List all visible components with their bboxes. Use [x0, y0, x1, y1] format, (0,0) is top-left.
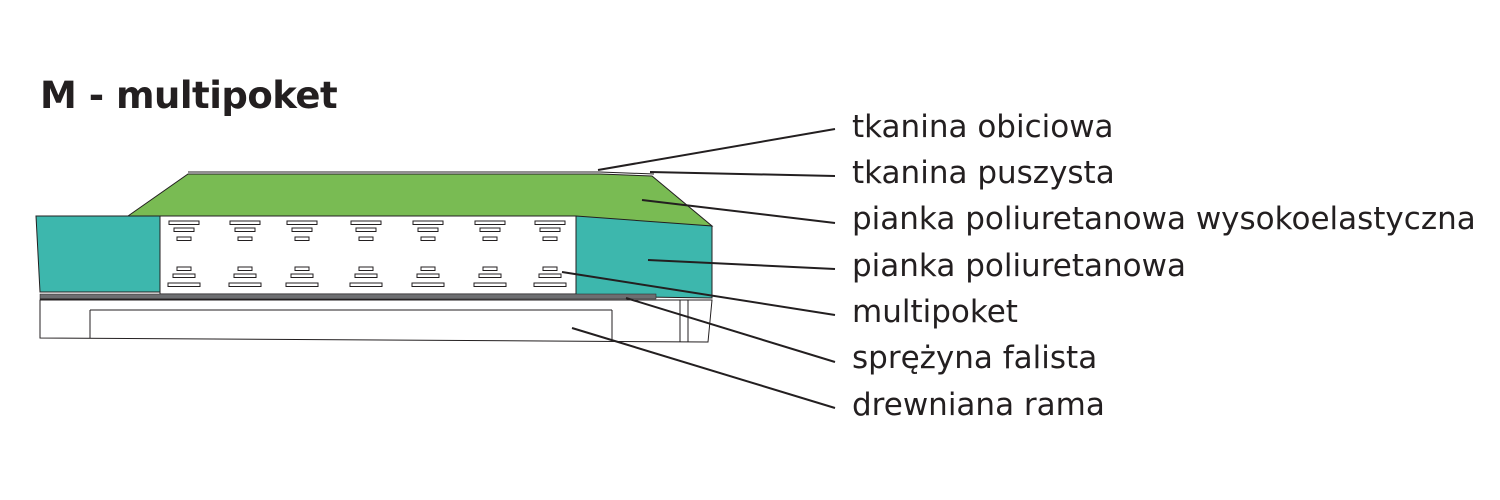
- pocket-spring-glyph: [176, 236, 192, 241]
- pocket-spring-glyph: [233, 273, 257, 278]
- label-sprezyna-falista: sprężyna falista: [852, 340, 1098, 376]
- pocket-spring-glyph: [411, 282, 445, 287]
- pocket-spring-glyph: [420, 236, 436, 241]
- spring-base-strip: [39, 293, 657, 300]
- pocket-spring-glyph: [237, 236, 253, 241]
- pocket-spring-glyph: [534, 220, 566, 225]
- pocket-spring-glyph: [416, 273, 440, 278]
- pocket-spring-glyph: [473, 282, 507, 287]
- pocket-spring-glyph: [478, 273, 502, 278]
- pocket-spring-glyph: [173, 227, 195, 232]
- pocket-spring-glyph: [234, 227, 256, 232]
- pocket-spring-glyph: [479, 227, 501, 232]
- pocket-spring-glyph: [291, 227, 313, 232]
- leader-lines: [561, 128, 836, 409]
- pocket-spring-glyph: [167, 282, 201, 287]
- pocket-spring-glyph: [482, 266, 498, 271]
- pocket-spring-glyph: [229, 220, 261, 225]
- pocket-spring-glyph: [294, 236, 310, 241]
- pocket-spring-glyph: [420, 266, 436, 271]
- label-tkanina-obiciowa: tkanina obiciowa: [852, 109, 1114, 145]
- pocket-spring-glyph: [354, 273, 378, 278]
- pocket-spring-glyph: [349, 282, 383, 287]
- pocket-spring-glyph: [176, 266, 192, 271]
- pocket-spring-glyph: [294, 266, 310, 271]
- pocket-spring-glyph: [168, 220, 200, 225]
- pocket-spring-glyph: [542, 266, 558, 271]
- pocket-spring-glyph: [285, 282, 319, 287]
- pocket-spring-glyph: [358, 236, 374, 241]
- pocket-spring-glyph: [228, 282, 262, 287]
- wooden-frame: [39, 299, 713, 343]
- pocket-spring-glyph: [237, 266, 253, 271]
- pocket-spring-glyph: [358, 266, 374, 271]
- pocket-springs: [167, 220, 567, 287]
- leader-line-tkanina-puszysta: [649, 171, 836, 177]
- pocket-spring-glyph: [412, 220, 444, 225]
- label-pianka-poliuretanowa: pianka poliuretanowa: [852, 248, 1186, 284]
- pocket-spring-glyph: [286, 220, 318, 225]
- leader-line-multipoket: [561, 271, 836, 316]
- leader-line-drewniana-rama: [571, 327, 836, 409]
- label-drewniana-rama: drewniana rama: [852, 387, 1105, 423]
- pocket-spring-glyph: [290, 273, 314, 278]
- pocket-spring-glyph: [538, 273, 562, 278]
- pocket-spring-glyph: [533, 282, 567, 287]
- pocket-spring-glyph: [482, 236, 498, 241]
- pocket-spring-glyph: [542, 236, 558, 241]
- pocket-spring-glyph: [417, 227, 439, 232]
- pocket-spring-glyph: [172, 273, 196, 278]
- leader-line-tkanina-obiciowa: [597, 128, 836, 171]
- label-pianka-wysokoelastyczna: pianka poliuretanowa wysokoelastyczna: [852, 201, 1476, 237]
- pocket-spring-glyph: [539, 227, 561, 232]
- label-multipoket: multipoket: [852, 294, 1018, 330]
- cover-outline: [188, 171, 655, 175]
- diagram-title: M - multipoket: [40, 74, 338, 117]
- leader-line-pianka-wysokoelastyczna: [641, 199, 836, 224]
- pocket-spring-glyph: [474, 220, 506, 225]
- pocket-spring-glyph: [355, 227, 377, 232]
- label-tkanina-puszysta: tkanina puszysta: [852, 155, 1115, 191]
- left-foam-block: [35, 215, 161, 293]
- leader-line-pianka-poliuretanowa: [647, 259, 836, 270]
- pocket-spring-glyph: [350, 220, 382, 225]
- leader-line-sprezyna-falista: [625, 297, 836, 363]
